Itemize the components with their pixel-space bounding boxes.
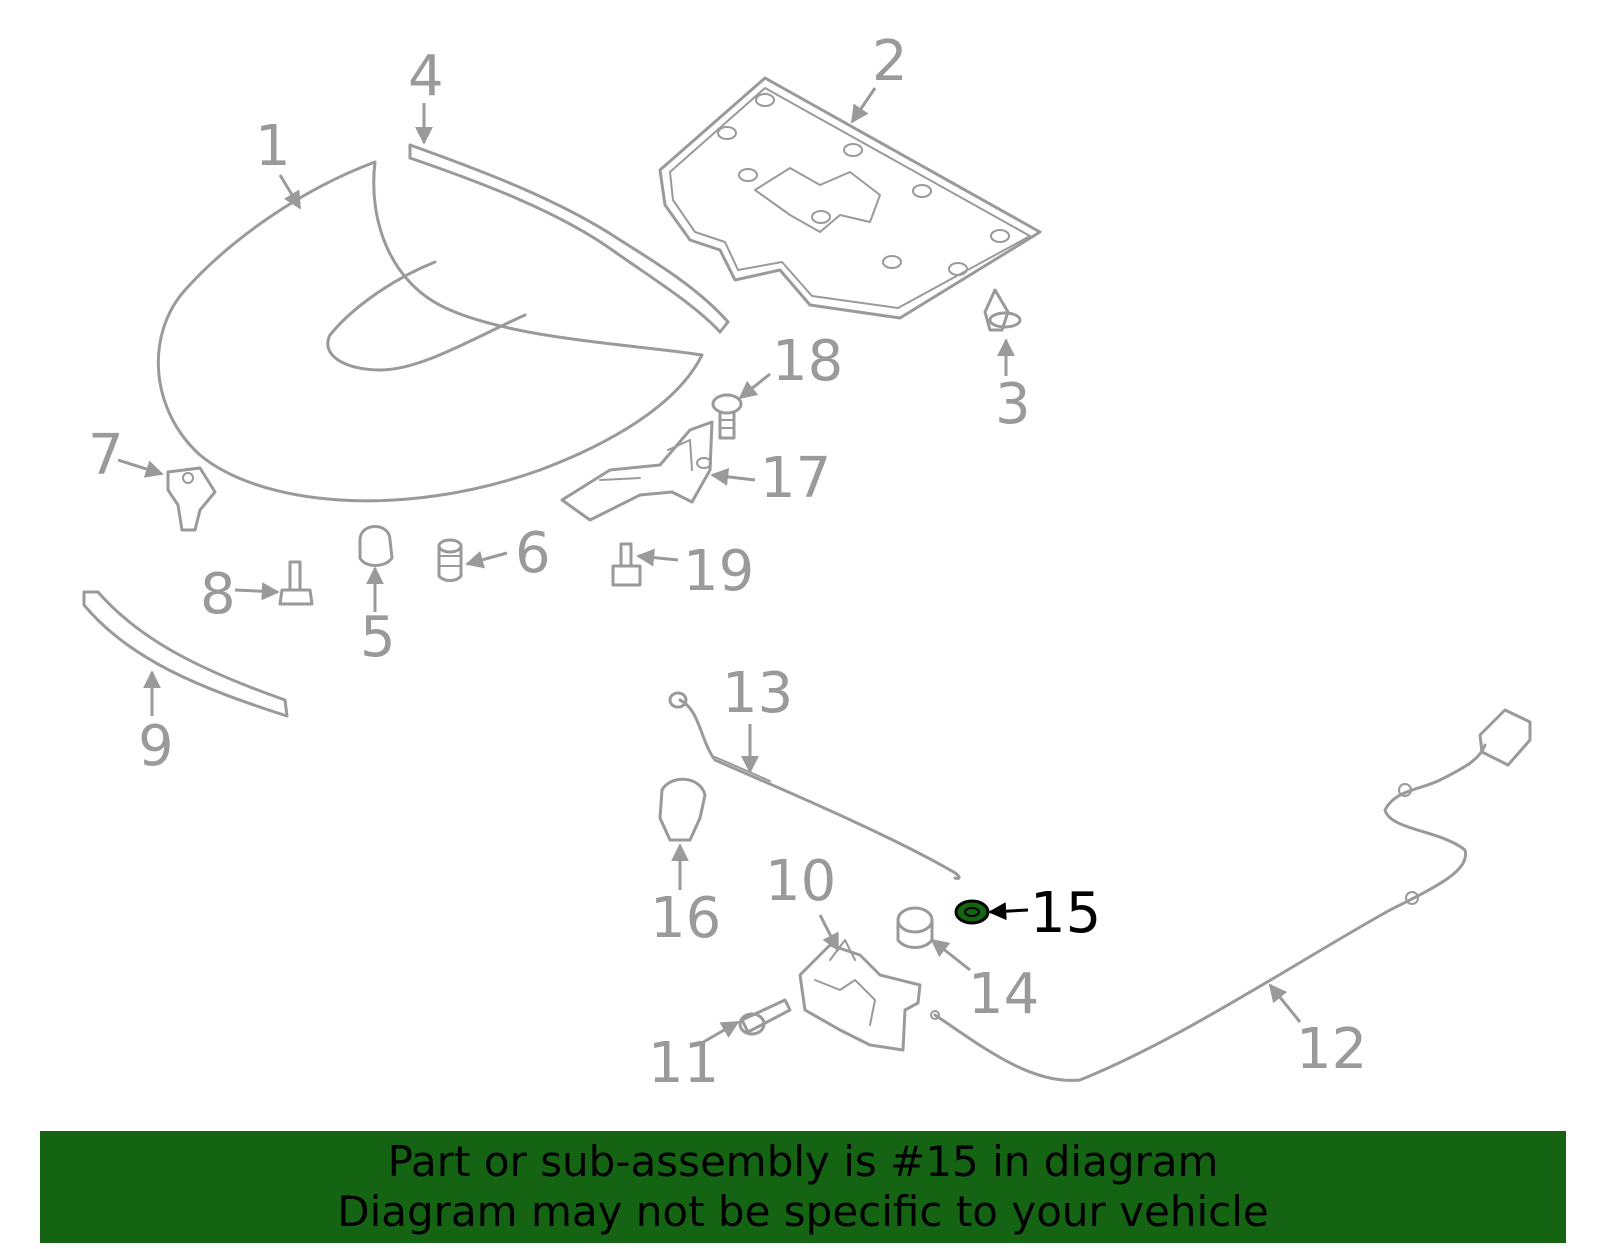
leader-12 (1268, 983, 1302, 1023)
part-stopper (166, 466, 217, 532)
callout-2: 2 (872, 29, 908, 94)
part-latch (798, 939, 922, 1052)
callout-15: 15 (1030, 881, 1101, 946)
callout-6: 6 (515, 521, 551, 586)
part-insulator (658, 76, 1042, 320)
part-bolt-19 (611, 542, 642, 587)
part-clip (983, 288, 1022, 332)
leader-15 (988, 902, 1029, 921)
leader-14 (930, 938, 971, 972)
part-seal-strip (82, 590, 289, 718)
callout-13: 13 (722, 661, 793, 726)
leader-7 (117, 458, 164, 478)
leader-19 (636, 548, 679, 567)
leader-10 (818, 914, 840, 952)
leader-lines (117, 87, 1302, 1046)
part-15-highlighted (954, 899, 990, 925)
callout-14: 14 (968, 962, 1039, 1027)
part-grommet (896, 906, 934, 949)
callout-1: 1 (255, 114, 291, 179)
part-bolt-8 (278, 560, 314, 606)
leader-6 (465, 551, 508, 569)
part-hinge (560, 420, 714, 522)
callout-labels: 1 2 3 4 5 6 7 8 9 10 11 12 13 14 15 16 1… (88, 29, 1367, 1096)
leader-11 (699, 1020, 740, 1046)
part-cable-12 (930, 708, 1532, 1082)
part-clip-16 (658, 777, 707, 842)
leader-8 (234, 582, 280, 601)
banner-line-1: Part or sub-assembly is #15 in diagram (387, 1137, 1219, 1186)
callout-9: 9 (138, 714, 174, 779)
leader-1 (278, 174, 302, 210)
callout-18: 18 (772, 329, 843, 394)
part-cushion (437, 538, 463, 582)
part-hood (156, 160, 704, 503)
callout-3: 3 (995, 372, 1031, 437)
leader-18 (738, 372, 771, 400)
callout-16: 16 (650, 886, 721, 951)
callout-10: 10 (765, 849, 836, 914)
callout-17: 17 (760, 446, 831, 511)
leader-17 (710, 467, 756, 486)
part-bumper-rubber (358, 525, 394, 567)
callout-5: 5 (360, 605, 396, 670)
banner-line-2: Diagram may not be specific to your vehi… (337, 1187, 1269, 1236)
part-bolt-18 (711, 393, 743, 440)
callout-8: 8 (200, 562, 236, 627)
leader-2 (850, 87, 877, 124)
callout-7: 7 (88, 423, 124, 488)
part-bolt-11 (738, 998, 792, 1036)
callout-4: 4 (408, 44, 444, 109)
callout-19: 19 (683, 539, 754, 604)
callout-11: 11 (648, 1031, 719, 1096)
part-weatherstrip (408, 143, 730, 334)
part-info-banner: Part or sub-assembly is #15 in diagram D… (40, 1131, 1566, 1243)
callout-12: 12 (1296, 1017, 1367, 1082)
